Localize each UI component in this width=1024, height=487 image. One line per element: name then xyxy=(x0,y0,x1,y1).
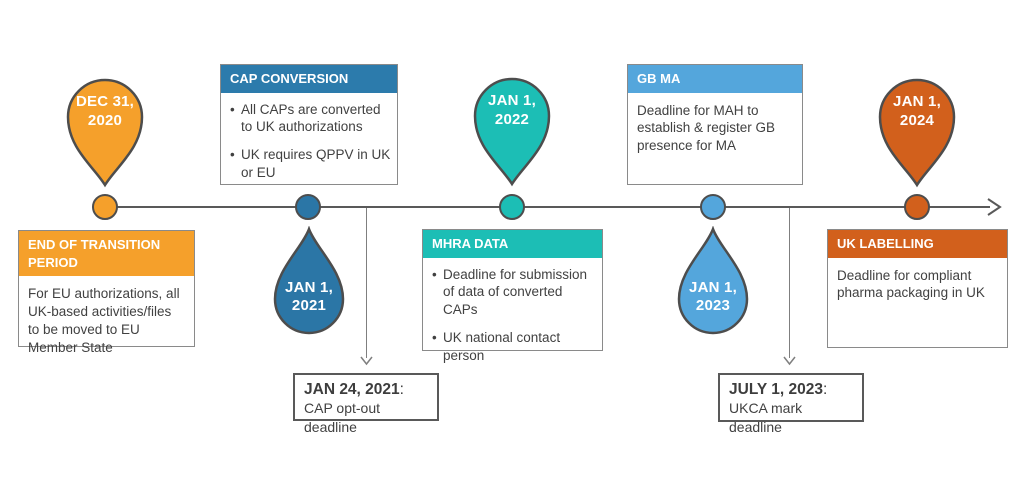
timeline-axis xyxy=(104,206,990,208)
date-line2: 2024 xyxy=(899,111,935,129)
card-text: For EU authorizations, all UK-based acti… xyxy=(28,286,180,355)
card-title: END OF TRANSITION PERIOD xyxy=(28,237,161,270)
axis-dot-2022 xyxy=(499,194,525,220)
bullet-item: All CAPs are converted to UK authorizati… xyxy=(230,101,391,137)
connector-line-2023 xyxy=(789,208,790,358)
card-header: CAP CONVERSION xyxy=(221,65,397,93)
card-body: Deadline for submission of data of conve… xyxy=(423,258,602,365)
bullet-list: All CAPs are converted to UK authorizati… xyxy=(221,93,397,182)
card-header: UK LABELLING xyxy=(828,230,1007,258)
callout-ukca-mark: JULY 1, 2023: UKCA mark deadline xyxy=(718,373,864,435)
card-header: GB MA xyxy=(628,65,802,93)
bullet-item: UK requires QPPV in UK or EU xyxy=(230,146,391,182)
callout-separator: : xyxy=(822,381,828,398)
card-uk-labelling: UK LABELLING Deadline for compliant phar… xyxy=(827,229,1008,348)
milestone-pin-2020: DEC 31, 2020 xyxy=(61,76,149,188)
bullet-list: Deadline for submission of data of conve… xyxy=(423,258,602,365)
card-title: UK LABELLING xyxy=(837,236,934,251)
milestone-date-label: JAN 1, 2023 xyxy=(675,279,751,317)
card-title: GB MA xyxy=(637,71,681,86)
card-body: Deadline for MAH to establish & register… xyxy=(628,93,802,155)
callout-date-line: JAN 24, 2021: xyxy=(304,380,428,399)
milestone-date-label: JAN 1, 2021 xyxy=(271,279,347,317)
card-title: MHRA DATA xyxy=(432,236,509,251)
axis-dot-2023 xyxy=(700,194,726,220)
connector-line-2021 xyxy=(366,208,367,358)
connector-arrowhead-2021-icon xyxy=(360,356,373,366)
date-line1: DEC 31, xyxy=(75,93,135,110)
axis-dot-2020 xyxy=(92,194,118,220)
date-line1: JAN 1, xyxy=(893,93,941,110)
card-end-of-transition-period: END OF TRANSITION PERIOD For EU authoriz… xyxy=(18,230,195,355)
card-body: Deadline for compliant pharma packaging … xyxy=(828,258,1007,303)
pin-shape-icon xyxy=(66,78,144,188)
drop-shape-icon xyxy=(273,226,345,335)
card-header: MHRA DATA xyxy=(423,230,602,258)
callout-date: JAN 24, 2021 xyxy=(304,381,400,398)
date-line2: 2021 xyxy=(291,297,327,315)
date-line2: 2020 xyxy=(87,111,123,129)
card-title: CAP CONVERSION xyxy=(230,71,349,86)
milestone-pin-2024: JAN 1, 2024 xyxy=(873,76,961,188)
card-text: Deadline for MAH to establish & register… xyxy=(637,102,776,154)
callout-date-line: JULY 1, 2023: xyxy=(729,380,853,399)
callout-date: JULY 1, 2023 xyxy=(729,381,823,398)
milestone-drop-2023: JAN 1, 2023 xyxy=(675,226,751,338)
date-line2: 2022 xyxy=(494,110,530,128)
drop-shape-icon xyxy=(677,226,749,335)
date-line2: 2023 xyxy=(695,297,731,315)
callout-cap-opt-out: JAN 24, 2021: CAP opt-out deadline xyxy=(293,373,439,435)
callout-text: CAP opt-out deadline xyxy=(304,400,381,435)
card-body: For EU authorizations, all UK-based acti… xyxy=(19,276,194,356)
bullet-item: UK national contact person xyxy=(432,329,596,365)
milestone-drop-2021: JAN 1, 2021 xyxy=(271,226,347,338)
axis-dot-2024 xyxy=(904,194,930,220)
axis-dot-2021 xyxy=(295,194,321,220)
card-body: All CAPs are converted to UK authorizati… xyxy=(221,93,397,182)
callout-text: UKCA mark deadline xyxy=(729,400,803,435)
card-header: END OF TRANSITION PERIOD xyxy=(19,231,194,277)
bullet-item: Deadline for submission of data of conve… xyxy=(432,266,596,319)
pin-shape-icon xyxy=(473,77,551,187)
milestone-date-label: JAN 1, 2022 xyxy=(468,92,556,130)
date-line1: JAN 1, xyxy=(285,278,333,296)
card-mhra-data: MHRA DATA Deadline for submission of dat… xyxy=(422,229,603,363)
milestone-date-label: DEC 31, 2020 xyxy=(61,93,149,131)
pin-shape-icon xyxy=(878,78,956,188)
milestone-date-label: JAN 1, 2024 xyxy=(873,93,961,131)
callout-separator: : xyxy=(399,381,404,398)
connector-arrowhead-2023-icon xyxy=(783,356,796,366)
card-cap-conversion: CAP CONVERSION All CAPs are converted to… xyxy=(220,64,398,185)
timeline-arrowhead-icon xyxy=(987,198,1002,216)
date-line1: JAN 1, xyxy=(488,92,536,109)
card-text: Deadline for compliant pharma packaging … xyxy=(837,267,985,301)
date-line1: JAN 1, xyxy=(689,278,737,296)
milestone-pin-2022: JAN 1, 2022 xyxy=(468,75,556,187)
card-gb-ma: GB MA Deadline for MAH to establish & re… xyxy=(627,64,803,185)
